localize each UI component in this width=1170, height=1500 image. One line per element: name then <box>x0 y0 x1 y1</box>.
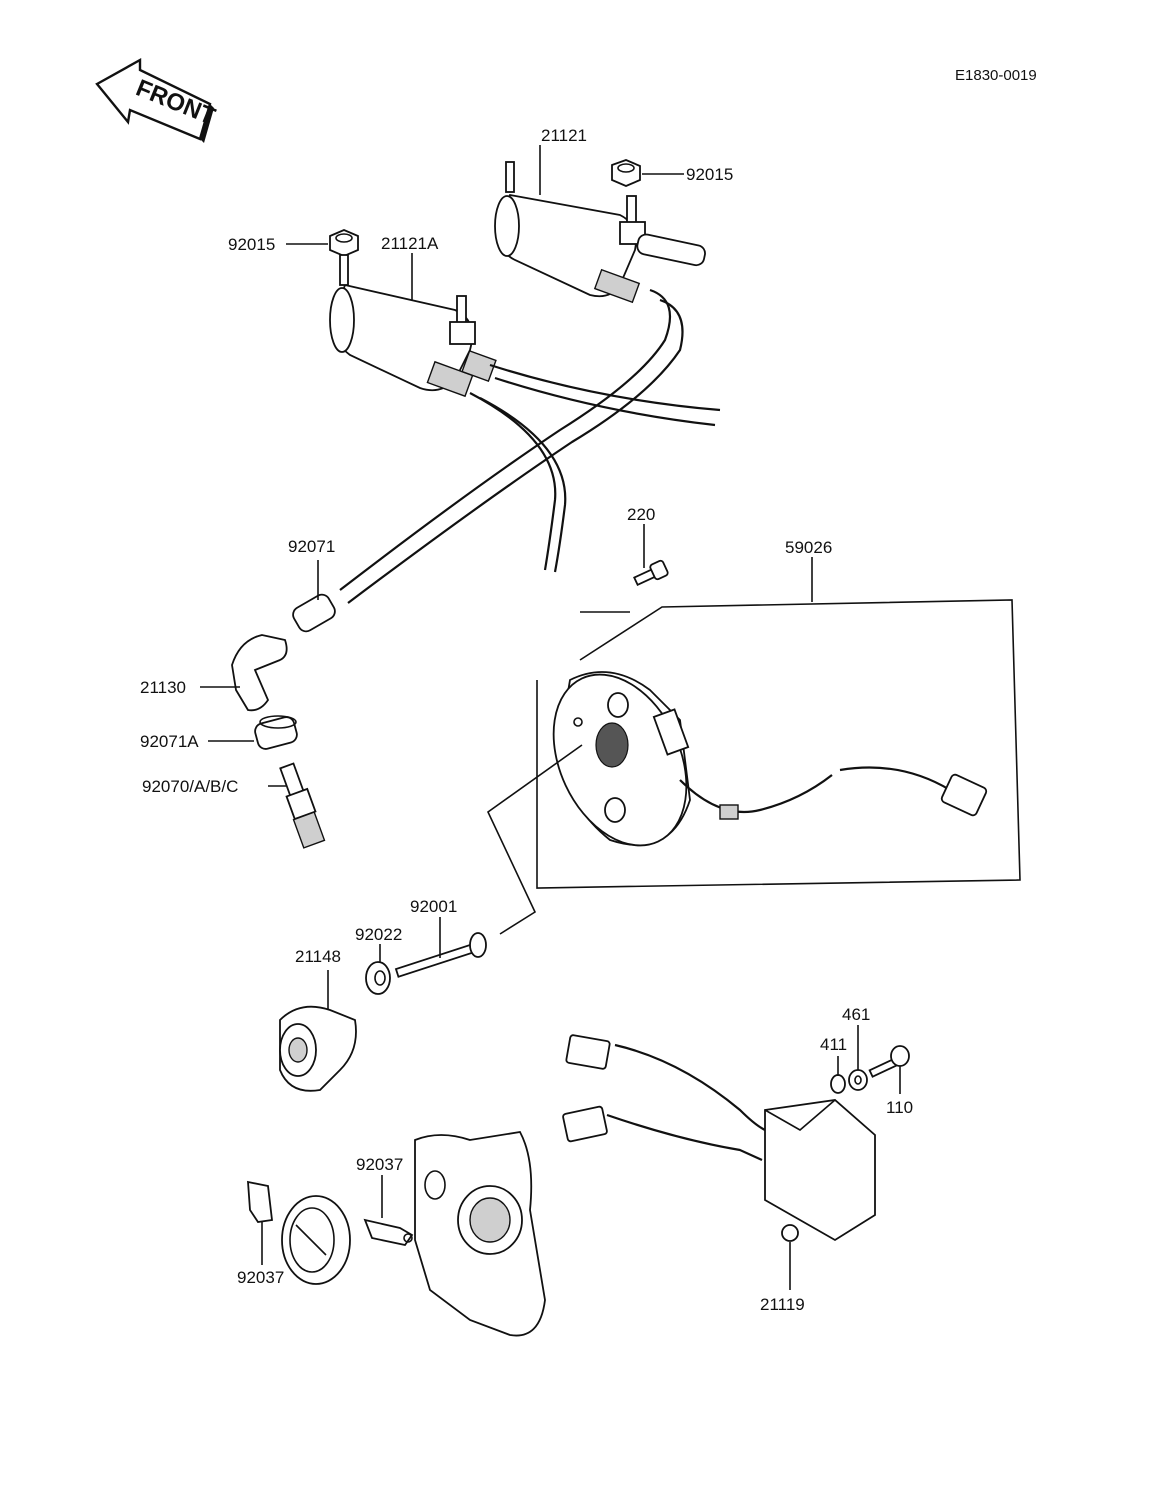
stator-assembly <box>536 557 1021 889</box>
label-461: 461 <box>842 1005 870 1024</box>
nut-left <box>329 229 359 257</box>
diagram-code: E1830-0019 <box>955 67 1037 84</box>
label-92037-left: 92037 <box>237 1268 284 1287</box>
label-92015-left: 92015 <box>228 235 275 254</box>
label-220: 220 <box>627 505 655 524</box>
spark-plug <box>279 762 326 849</box>
timing-cover <box>281 1195 351 1285</box>
label-59026: 59026 <box>785 538 832 557</box>
label-411: 411 <box>820 1035 847 1054</box>
pickup-coil <box>279 1005 357 1092</box>
high-tension-leads <box>339 288 721 604</box>
label-21121A: 21121A <box>381 234 439 253</box>
washer-92022 <box>365 961 391 995</box>
ignition-coil-right <box>494 161 706 304</box>
label-92070: 92070/A/B/C <box>142 777 238 796</box>
label-110: 110 <box>886 1098 913 1117</box>
screw-220 <box>633 559 669 587</box>
front-arrow-icon: FRONT <box>95 57 219 143</box>
label-92037-right: 92037 <box>356 1155 403 1174</box>
nut-right <box>611 159 641 187</box>
label-92022: 92022 <box>355 925 402 944</box>
washer-461 <box>848 1069 868 1091</box>
label-21148: 21148 <box>295 947 341 966</box>
pickup-bolt <box>394 932 487 978</box>
plug-seal <box>254 715 298 750</box>
label-21119: 21119 <box>760 1295 805 1314</box>
resistor-cap <box>292 593 336 633</box>
label-92071A: 92071A <box>140 732 199 751</box>
regulator-rectifier <box>562 1034 876 1242</box>
clamp-left <box>247 1180 273 1223</box>
label-92015-right: 92015 <box>686 165 733 184</box>
label-92001: 92001 <box>410 897 457 916</box>
engine-cover <box>414 1131 546 1337</box>
label-21130: 21130 <box>140 678 186 697</box>
label-21121: 21121 <box>541 126 587 145</box>
clamp-right <box>363 1218 414 1247</box>
ignition-coil-left <box>329 254 497 398</box>
washer-411 <box>830 1074 846 1094</box>
label-92071: 92071 <box>288 537 335 556</box>
spark-plug-cap <box>231 634 288 712</box>
bolt-110 <box>868 1045 910 1078</box>
